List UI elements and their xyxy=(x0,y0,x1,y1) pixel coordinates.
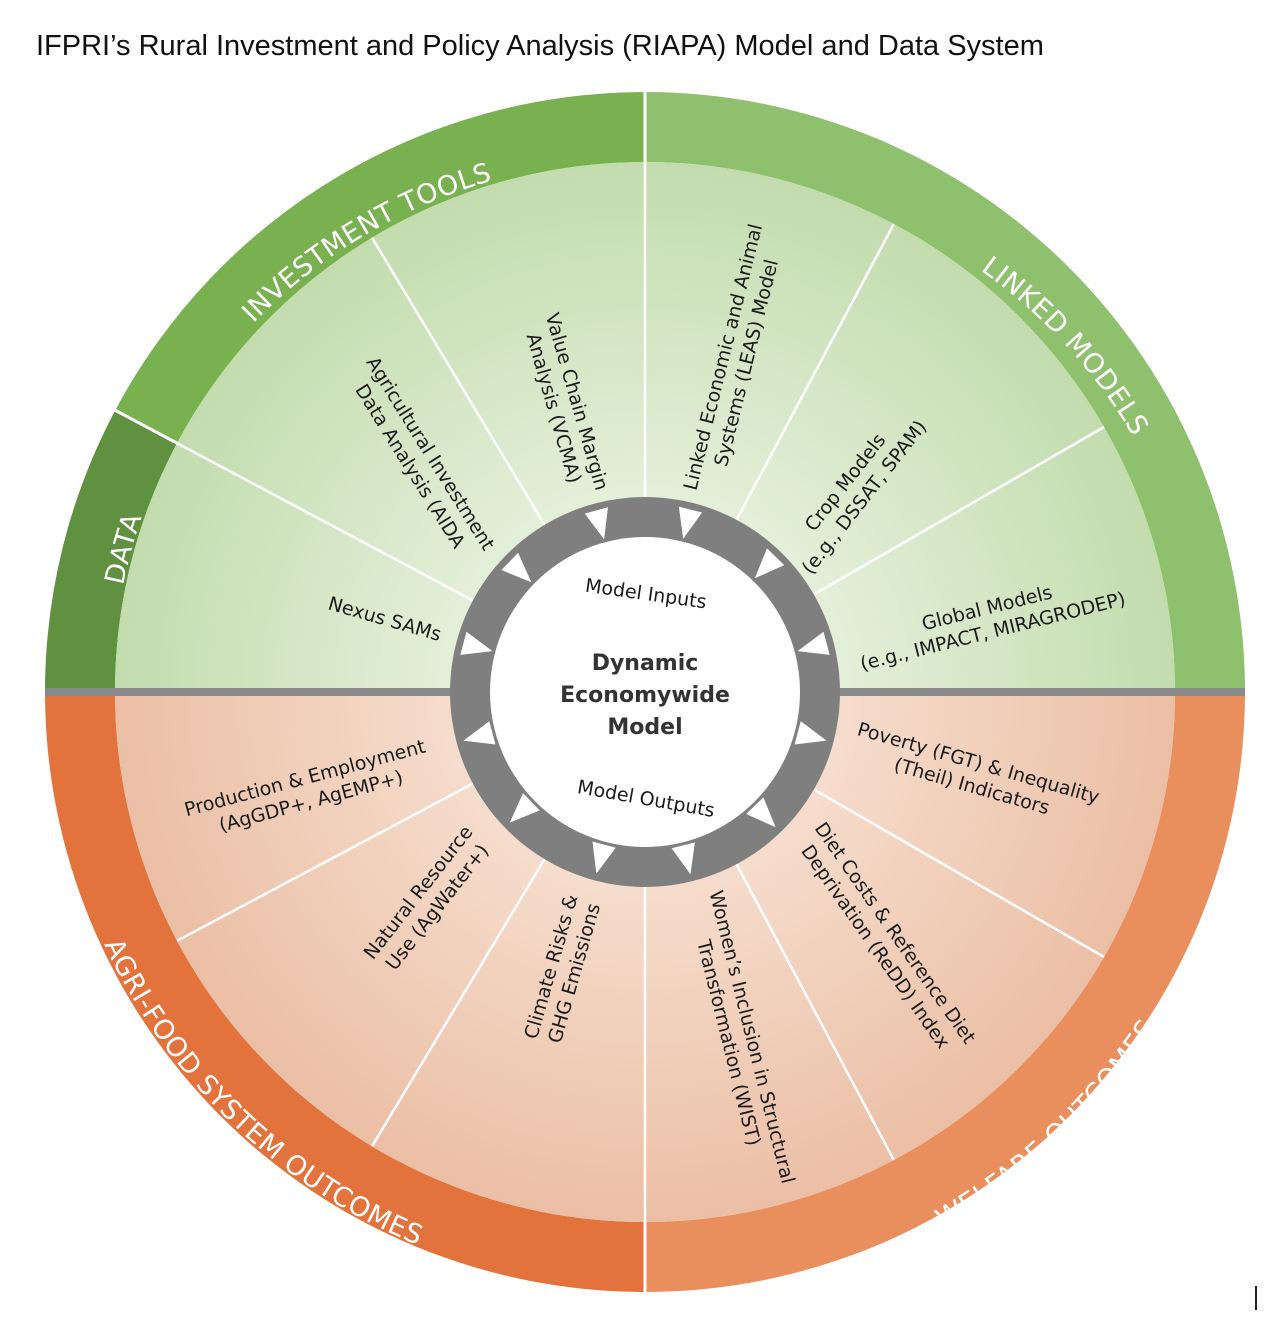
output-arrow-icon xyxy=(794,721,827,745)
center-title-line2: Economywide xyxy=(560,683,730,708)
output-arrow-icon xyxy=(746,797,776,828)
ring-sector-data xyxy=(45,410,178,692)
input-arrow-icon xyxy=(797,631,830,655)
center-title-line3: Model xyxy=(607,715,682,740)
inner-spoke xyxy=(176,782,474,942)
outer-ring xyxy=(45,92,1245,1292)
hub-center xyxy=(490,537,800,847)
inner-spoke xyxy=(813,425,1105,596)
output-arrow-icon xyxy=(463,721,496,745)
input-arrow-icon xyxy=(501,552,532,583)
inner-spoke xyxy=(813,788,1105,959)
ring-sector-welfare xyxy=(645,692,1245,1292)
ring-sector-linked-models xyxy=(645,92,1245,692)
inner-spoke xyxy=(176,442,474,602)
inner-spoke xyxy=(370,858,546,1147)
output-arrow-icon xyxy=(509,793,540,823)
input-arrow-icon xyxy=(460,631,493,655)
inner-spoke xyxy=(370,237,546,526)
ring-sector-agri-food xyxy=(45,692,645,1292)
center-title-line1: Dynamic xyxy=(592,651,699,676)
inner-spoke xyxy=(735,223,895,521)
page-title: IFPRI’s Rural Investment and Policy Anal… xyxy=(36,30,1044,62)
hub-arrows xyxy=(460,506,830,875)
output-arrow-icon xyxy=(592,841,616,874)
segment-dividers xyxy=(112,90,1105,1294)
input-arrow-icon xyxy=(678,506,703,539)
ring-sector-investment-tools xyxy=(115,92,645,444)
text-cursor xyxy=(1255,1286,1257,1310)
input-arrow-icon xyxy=(754,548,785,579)
inner-spoke xyxy=(735,863,895,1161)
input-arrow-icon xyxy=(584,507,608,540)
ring-separator xyxy=(112,408,180,446)
output-arrow-icon xyxy=(671,842,695,875)
